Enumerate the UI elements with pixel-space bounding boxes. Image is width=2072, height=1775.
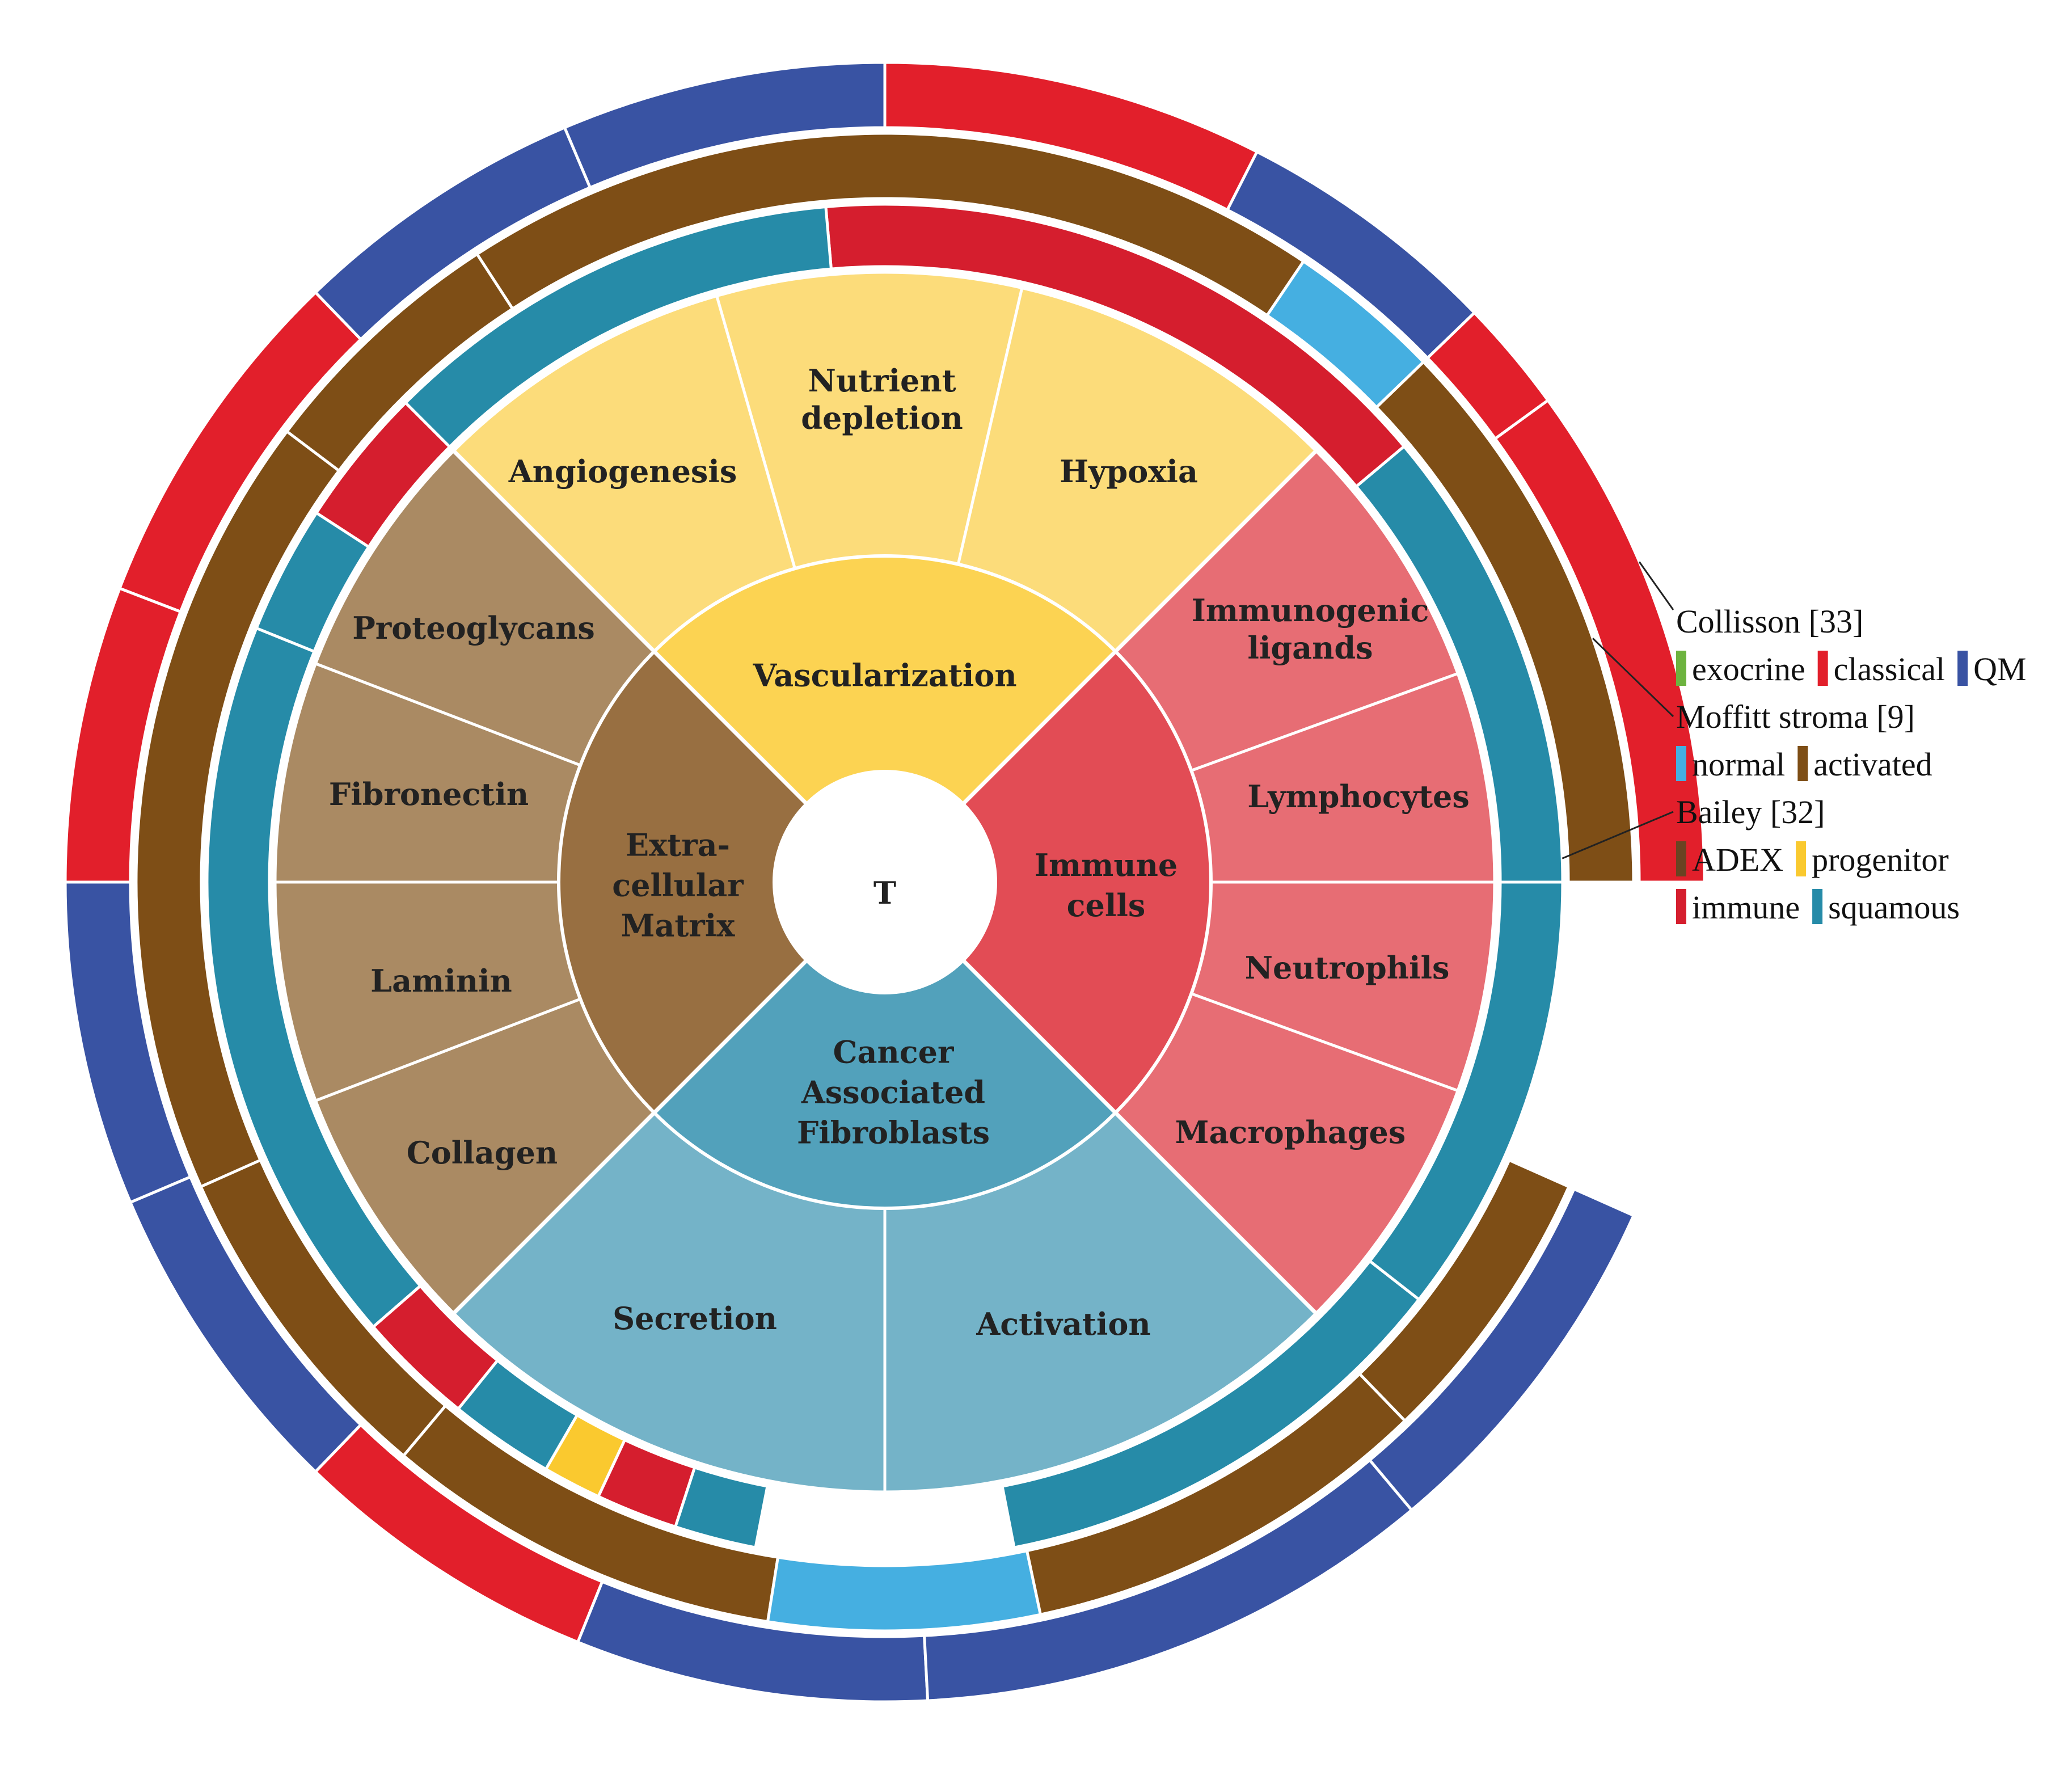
immune-label: Immune [1035,847,1178,883]
legend-label-progenitor: progenitor [1812,841,1949,878]
divider-line [961,959,1318,1315]
immune-sub-label: Macrophages [1175,1114,1406,1150]
legend-label-normal: normal [1692,746,1785,783]
legend-label-adex: ADEX [1692,841,1783,878]
immune-sub-label: Immunogenic [1192,592,1429,629]
legend-group-title: Moffitt stroma [9] [1676,698,1915,735]
legend-swatch-classical [1817,651,1828,686]
ecm-sub-label: Laminin [370,963,512,999]
subtype-rings [64,61,1706,1704]
legend-label-immune: immune [1692,889,1800,926]
caf-label: Fibroblasts [797,1115,990,1151]
bailey-leader-line [1562,811,1674,859]
vascularization-sub-label: Angiogenesis [508,453,737,490]
legend-leader-lines [1562,561,1674,859]
ecm-label: Extra- [626,827,730,863]
legend-swatch-normal [1676,746,1686,781]
legend-swatch-qm [1957,651,1968,686]
legend-swatch-squamous [1812,889,1823,924]
vascularization-sub-label: Hypoxia [1060,453,1198,490]
legend-group-title: Bailey [32] [1676,794,1825,830]
ecm-sub-label: Collagen [407,1135,558,1171]
vascularization-sub-label: depletion [801,400,963,436]
immune-sub-label: ligands [1247,630,1373,666]
legend-label-exocrine: exocrine [1692,651,1805,688]
moffitt-ring-segment-activated [1357,1158,1571,1423]
category-ring-outline [557,554,1213,1210]
tumor-center [773,770,997,994]
legend-label-squamous: squamous [1828,889,1960,926]
bailey-ring-segment-squamous [1368,880,1564,1302]
legend-swatch-progenitor [1796,841,1807,876]
bailey-ring-segment-squamous [673,1465,769,1549]
divider-line [452,449,808,806]
center-label: T [873,875,896,911]
divider-line [961,449,1318,806]
immune-sub-label: Lymphocytes [1247,778,1470,815]
caf-sub-label: Activation [976,1306,1150,1342]
legend-swatch-activated [1797,746,1808,781]
collisson-leader-line [1638,561,1674,610]
ecm-label: Matrix [621,908,736,944]
legend-label-qm: QM [1973,651,2026,688]
ecm-sub-label: Proteoglycans [352,610,595,646]
legend: Collisson [33] exocrine classical QM Moffitt… [1676,603,2027,926]
collisson-ring-segment-qm [1368,1187,1636,1512]
ecm-sub-label: Fibronectin [329,776,529,812]
immune-label: cells [1067,887,1146,924]
caf-label: Associated [801,1074,985,1111]
moffitt-ring-segment-normal [766,1549,1043,1633]
legend-swatch-exocrine [1676,651,1686,686]
ecm-label: cellular [612,867,744,904]
caf-label: Cancer [833,1034,954,1070]
immune-sub-label: Neutrophils [1245,950,1450,986]
legend-label-activated: activated [1813,746,1932,783]
tme-wheel [273,270,1497,1494]
vascularization-sub-label: Nutrient [808,362,956,399]
legend-label-classical: classical [1834,651,1945,688]
legend-swatch-immune [1676,889,1686,924]
legend-group-title: Collisson [33] [1676,603,1863,640]
divider-line [452,959,808,1315]
moffitt-leader-line [1592,638,1674,718]
caf-sub-label: Secretion [613,1300,777,1336]
vascularization-label: Vascularization [752,657,1016,694]
legend-swatch-adex [1676,841,1686,876]
